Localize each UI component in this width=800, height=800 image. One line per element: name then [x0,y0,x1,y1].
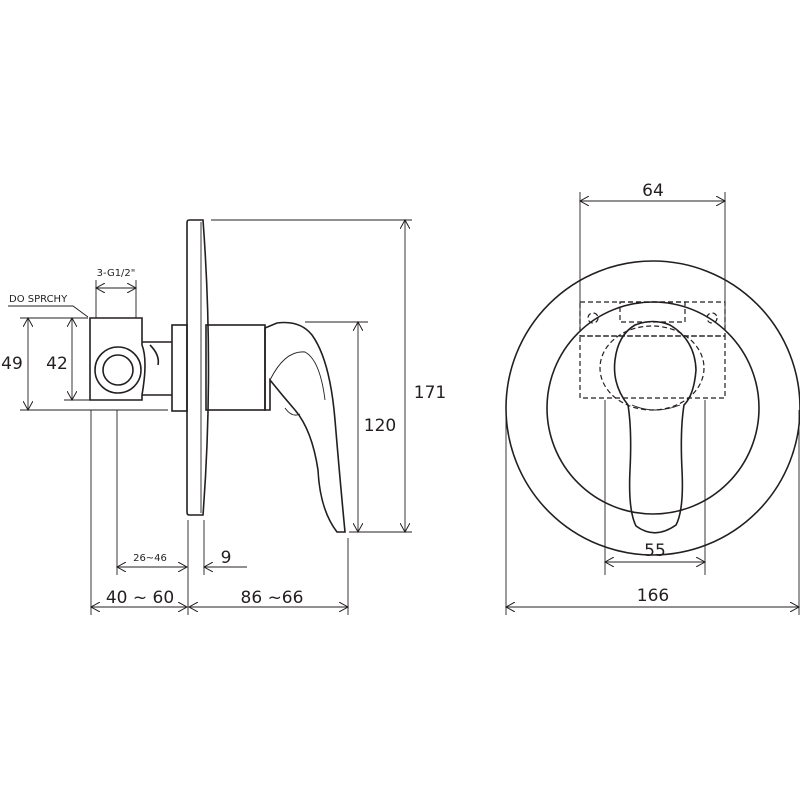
dim-86-66: 86 ~66 [241,588,304,608]
escutcheon-outline [546,301,760,515]
valve-body [205,324,266,411]
thread-label: 3-G1/2" [97,268,136,279]
lever-handle [264,321,346,533]
mounting-bracket-hidden [579,301,726,411]
dim-49: 49 [1,354,23,374]
outlet-fitting [94,346,142,394]
dim-26-46: 26~46 [133,553,167,564]
side-view: 3-G1/2" DO SPRCHY 49 42 171 120 26~46 [1,220,446,615]
dim-120: 120 [364,416,396,436]
dim-166: 166 [637,586,669,606]
dim-171: 171 [414,383,446,403]
escutcheon-ring [171,324,188,412]
connector-block [89,317,146,401]
dim-42: 42 [46,354,68,374]
cover-plate-outline [505,260,800,556]
dim-64: 64 [642,181,664,201]
lever-handle-front [613,320,697,534]
dim-9: 9 [221,548,232,568]
dim-40-60: 40 ~ 60 [106,588,174,608]
outlet-label: DO SPRCHY [9,294,68,305]
dim-55: 55 [644,541,666,561]
front-view: 64 55 166 [506,181,800,615]
cover-plate [186,219,210,516]
